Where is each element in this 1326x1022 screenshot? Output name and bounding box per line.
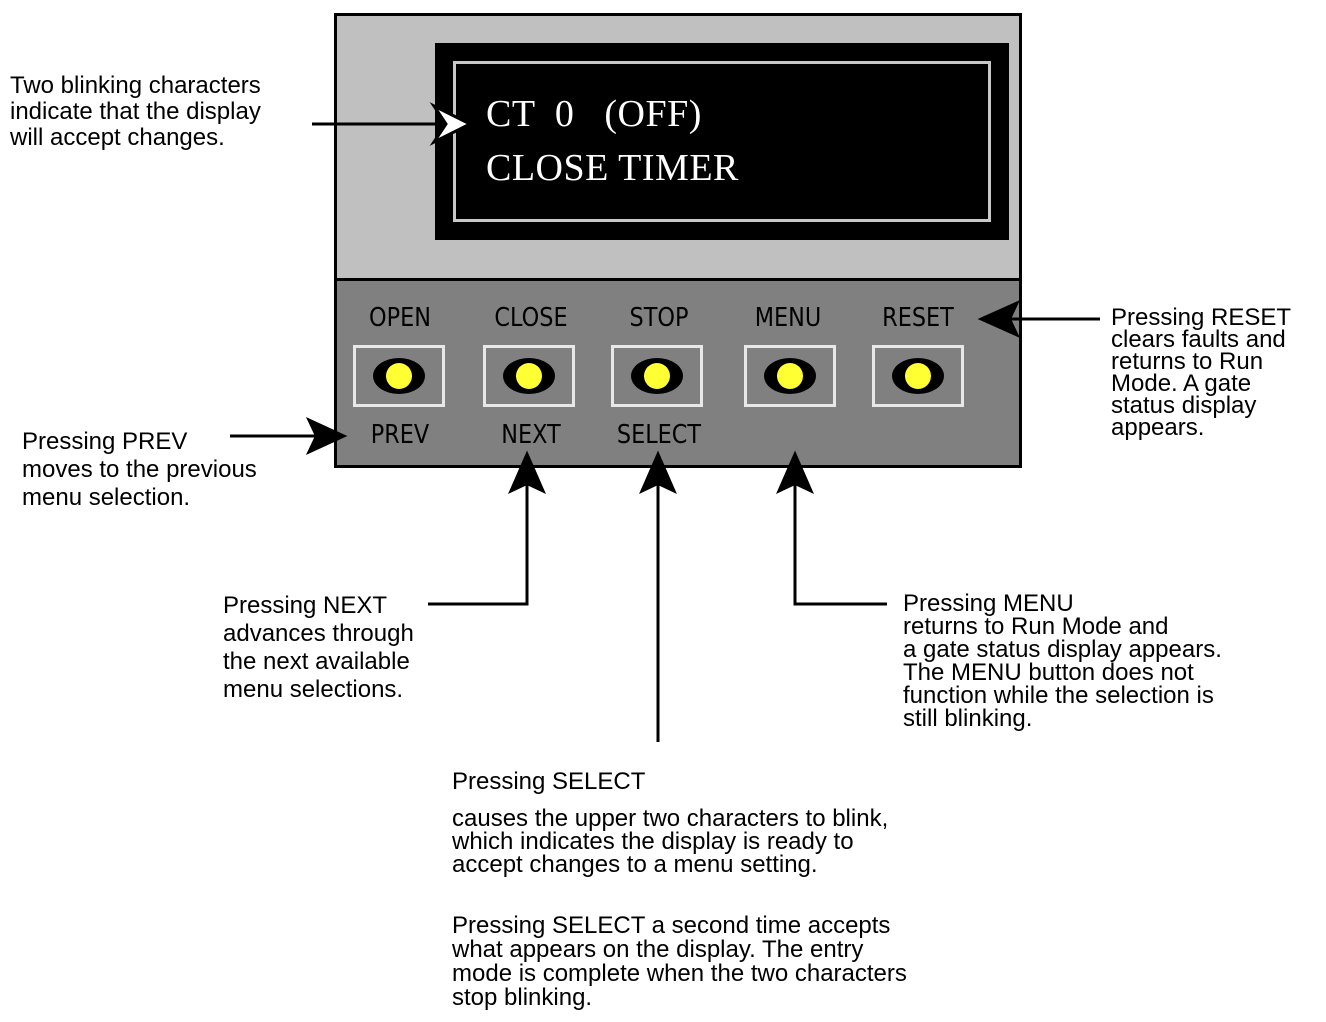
reset-label: RESET <box>882 303 954 333</box>
button-oval <box>764 358 816 394</box>
menu-button[interactable] <box>744 345 836 407</box>
open-prev-button[interactable] <box>353 345 445 407</box>
lcd-line-2: CLOSE TIMER <box>486 147 739 189</box>
stop-label: STOP <box>629 303 689 333</box>
button-led <box>644 363 670 389</box>
button-oval <box>892 358 944 394</box>
lcd-frame <box>453 61 991 222</box>
button-led <box>905 363 931 389</box>
button-oval <box>631 358 683 394</box>
close-label: CLOSE <box>494 303 568 333</box>
callout-reset: Pressing RESET clears faults and returns… <box>1111 304 1292 441</box>
select-label: SELECT <box>616 420 702 450</box>
arrowhead-menu <box>776 450 814 495</box>
callout-next: Pressing NEXT advances through the next … <box>223 592 414 703</box>
stop-select-button[interactable] <box>611 345 703 407</box>
close-next-button[interactable] <box>483 345 575 407</box>
arrow-menu-line <box>793 482 887 606</box>
button-oval <box>373 358 425 394</box>
button-led <box>516 363 542 389</box>
callout-select-text-2: Pressing SELECT a second time accepts wh… <box>452 912 907 1011</box>
button-oval <box>503 358 555 394</box>
arrowhead-reset <box>977 299 1021 339</box>
arrow-next-line <box>428 482 529 606</box>
menu-label: MENU <box>754 303 822 333</box>
callout-blinking: Two blinking characters indicate that th… <box>10 72 261 151</box>
lcd-display <box>435 43 1009 240</box>
open-label: OPEN <box>369 303 431 333</box>
next-label: NEXT <box>501 420 561 450</box>
arrowhead-prev <box>305 416 348 456</box>
arrowhead-blinking <box>429 102 474 146</box>
prev-label: PREV <box>370 420 430 450</box>
button-led <box>386 363 412 389</box>
arrowhead-next <box>508 450 546 495</box>
lcd-line-1: CT 0 (OFF) <box>486 93 702 135</box>
button-led <box>777 363 803 389</box>
reset-button[interactable] <box>872 345 964 407</box>
callout-select-text-1: causes the upper two characters to blink… <box>452 805 889 878</box>
callout-select-title: Pressing SELECT <box>452 768 646 795</box>
callout-prev: Pressing PREV moves to the previous menu… <box>22 428 257 511</box>
callout-menu: Pressing MENU returns to Run Mode and a … <box>903 590 1222 732</box>
arrowhead-select <box>639 450 677 495</box>
